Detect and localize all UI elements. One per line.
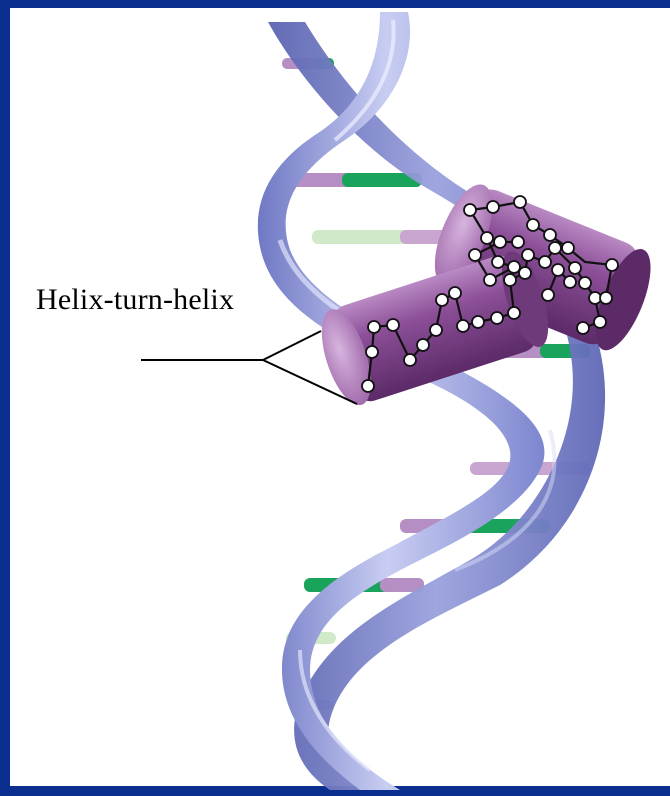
helix-turn-helix-label: Helix-turn-helix	[36, 283, 234, 317]
